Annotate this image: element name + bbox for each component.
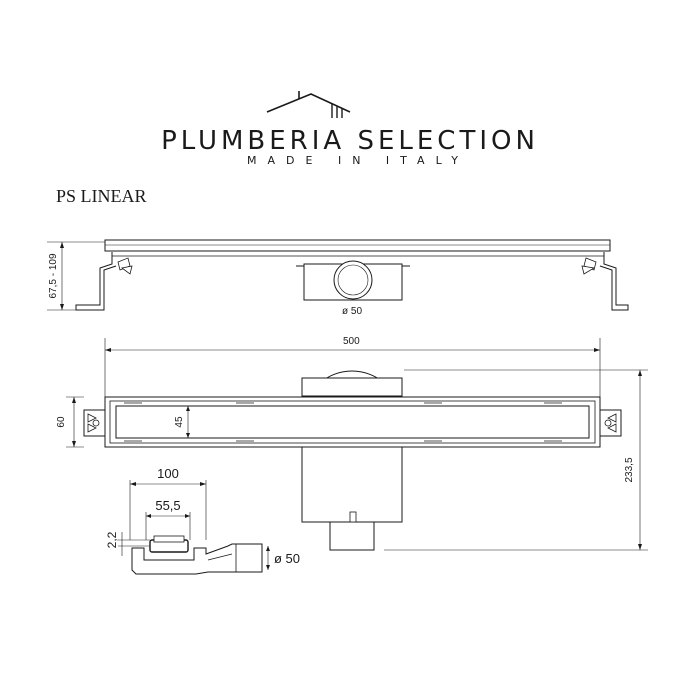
logo-roof-icon xyxy=(266,91,351,118)
wing-nut-icon xyxy=(87,413,100,433)
brand-name: PLUMBERIA SELECTION xyxy=(161,126,539,156)
dim-total-depth: 233,5 xyxy=(624,457,635,482)
product-name: PS LINEAR xyxy=(56,186,147,206)
dim-length: 500 xyxy=(343,336,360,347)
dim-width: 60 xyxy=(56,416,67,428)
wing-nut-icon xyxy=(604,413,617,433)
dim-grate-width: 55,5 xyxy=(155,498,180,513)
dim-outlet-profile: ø 50 xyxy=(274,551,300,566)
brand-tagline: MADE IN ITALY xyxy=(247,154,469,167)
dim-inner-width: 45 xyxy=(174,416,185,428)
dim-rim: 2,2 xyxy=(105,531,119,548)
dim-height-range: 67,5 - 109 xyxy=(48,253,59,298)
wing-nut-icon xyxy=(117,257,133,275)
dim-profile-width: 100 xyxy=(157,466,179,481)
wing-nut-icon xyxy=(581,257,597,275)
dim-outlet-side: ø 50 xyxy=(342,306,362,317)
